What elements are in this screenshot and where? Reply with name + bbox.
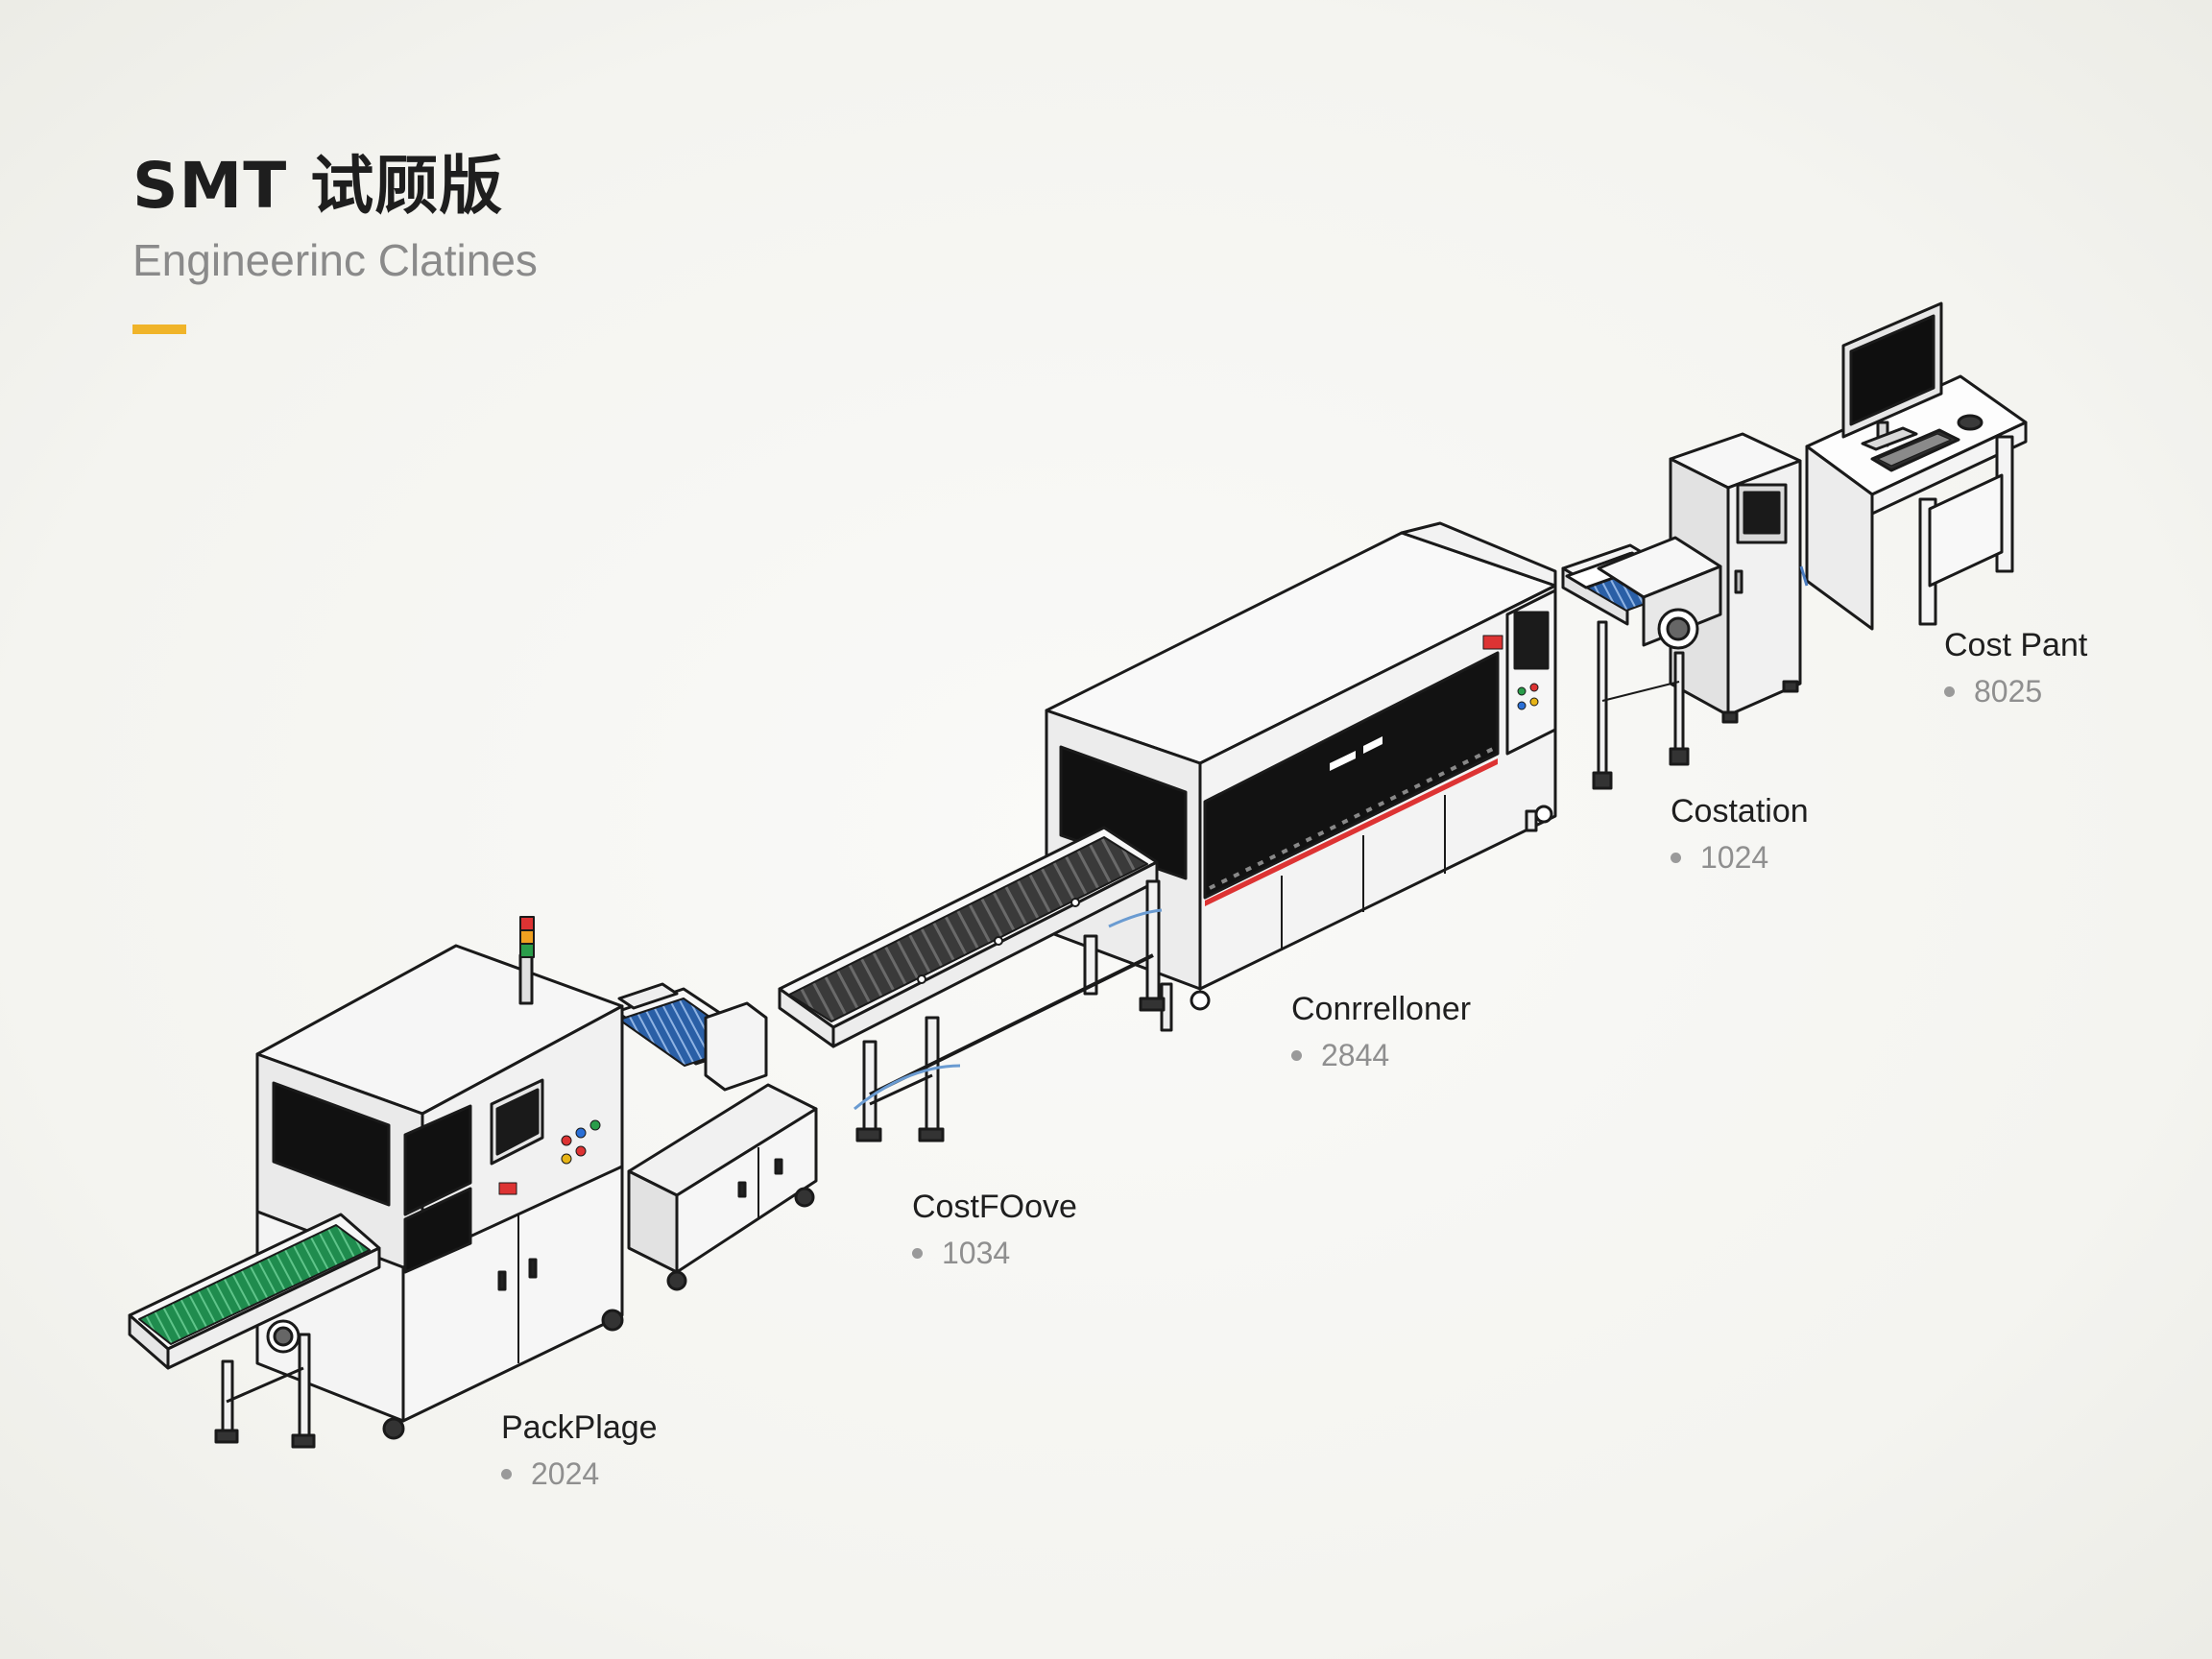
station-label-packplage: PackPlage 2024: [501, 1409, 658, 1492]
station-code: 8025: [1974, 674, 2043, 709]
accent-bar: [132, 325, 186, 334]
reflow-oven: [1045, 521, 1557, 1032]
station-label-costation: Costation 1024: [1671, 793, 1809, 876]
station-code: 1024: [1700, 840, 1769, 875]
station-name: CostFOove: [912, 1189, 1077, 1225]
bullet-icon: [1291, 1050, 1302, 1061]
station-code: 2024: [531, 1456, 600, 1491]
station-code: 2844: [1321, 1038, 1390, 1072]
page-subtitle: Engineerinc Clatines: [132, 235, 538, 285]
signal-tower-icon: [518, 916, 535, 1005]
bullet-icon: [1671, 853, 1681, 863]
mouse-icon: [1957, 414, 1984, 431]
bullet-icon: [1944, 686, 1955, 697]
inspection-conveyor: [1561, 536, 1722, 790]
station-name: Costation: [1671, 793, 1809, 830]
bullet-icon: [501, 1469, 512, 1479]
pick-and-place-machine: [128, 916, 818, 1449]
control-cabinet: [1669, 432, 1809, 724]
computer-workstation: [1805, 301, 2028, 631]
station-label-cost-pant: Cost Pant 8025: [1944, 627, 2087, 709]
station-name: Cost Pant: [1944, 627, 2088, 663]
keyboard-icon: [1870, 428, 1960, 472]
station-name: PackPlage: [501, 1409, 658, 1446]
monitor-icon: [1841, 301, 1943, 451]
station-label-conrrelloner: Conrrelloner 2844: [1291, 991, 1471, 1073]
station-label-costfoove: CostFOove 1034: [912, 1189, 1077, 1271]
transfer-conveyor: [778, 826, 1166, 1142]
page-title: SMT 试顾版: [132, 149, 504, 223]
header: SMT 试顾版 Engineerinc Clatines: [132, 134, 538, 334]
bullet-icon: [912, 1248, 923, 1259]
station-code: 1034: [942, 1236, 1011, 1270]
station-name: Conrrelloner: [1291, 991, 1472, 1027]
